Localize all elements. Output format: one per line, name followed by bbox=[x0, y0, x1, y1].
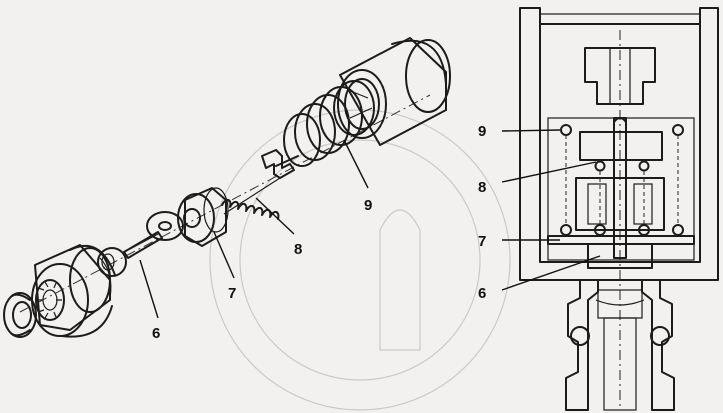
contact-balls bbox=[560, 124, 684, 236]
label-7: 7 bbox=[228, 285, 236, 302]
label-8: 8 bbox=[478, 179, 486, 196]
section-label-9: 9 bbox=[478, 123, 561, 140]
flat-washer bbox=[146, 211, 184, 241]
base-plug bbox=[587, 243, 653, 269]
section-label-6: 6 bbox=[478, 255, 601, 302]
spring-guides bbox=[565, 135, 679, 225]
section-view: 9 8 7 6 bbox=[478, 7, 719, 411]
bushing bbox=[97, 247, 127, 277]
contact-plate bbox=[547, 235, 695, 245]
inner-chamber bbox=[547, 117, 695, 261]
return-spring bbox=[221, 177, 281, 220]
upper-block bbox=[579, 131, 663, 161]
label-7: 7 bbox=[478, 233, 486, 250]
contact-disc bbox=[177, 187, 229, 247]
end-washer bbox=[3, 292, 37, 338]
central-piston bbox=[575, 117, 665, 259]
exploded-view: 6 7 8 9 bbox=[3, 37, 511, 411]
label-9: 9 bbox=[478, 123, 486, 140]
exploded-label-6: 6 bbox=[139, 259, 160, 342]
section-label-7: 7 bbox=[478, 233, 560, 250]
label-9: 9 bbox=[364, 197, 372, 214]
center-axis bbox=[19, 94, 431, 313]
exploded-label-8: 8 bbox=[255, 197, 302, 258]
section-label-8: 8 bbox=[478, 161, 597, 196]
lower-nozzle bbox=[559, 279, 681, 411]
top-tube bbox=[584, 47, 656, 105]
label-6: 6 bbox=[152, 325, 160, 342]
label-8: 8 bbox=[294, 241, 302, 258]
retainer-clip bbox=[261, 149, 299, 179]
exploded-label-9: 9 bbox=[343, 139, 372, 214]
end-cap bbox=[337, 37, 451, 146]
exploded-label-7: 7 bbox=[213, 231, 236, 302]
top-rim bbox=[539, 13, 701, 25]
background-ghost bbox=[209, 109, 511, 411]
label-6: 6 bbox=[478, 285, 486, 302]
